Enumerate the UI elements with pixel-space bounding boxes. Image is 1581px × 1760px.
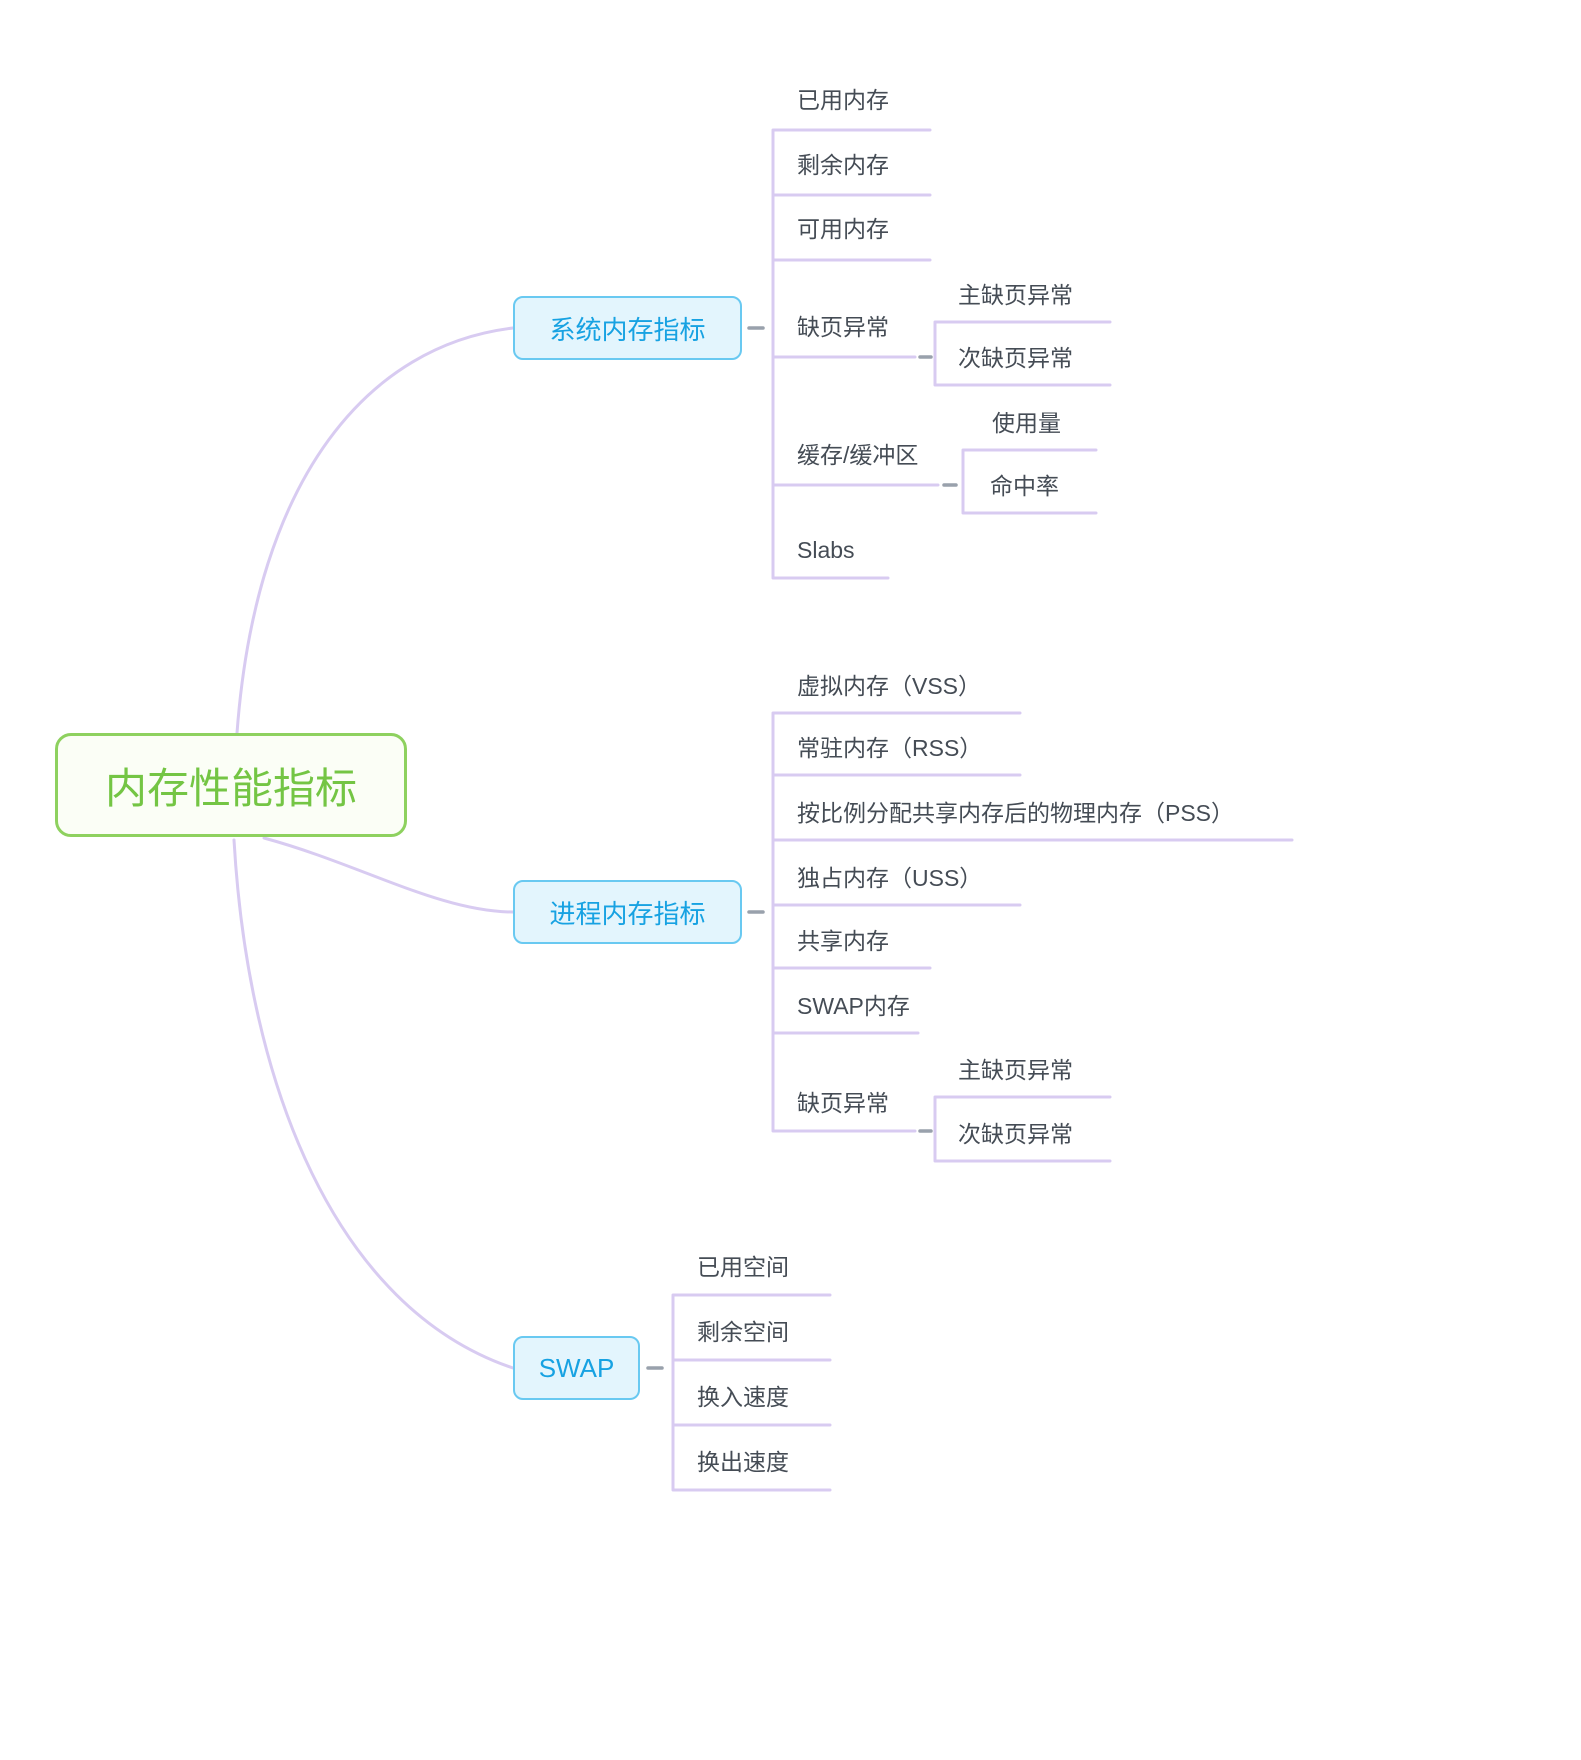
topic-proportional-memory-pss[interactable]: 按比例分配共享内存后的物理内存（PSS） [797,800,1235,826]
curve-root-to-system [235,326,515,735]
topic-cache-hit-rate[interactable]: 命中率 [990,473,1059,499]
bracket-process-pagefault [933,1095,1112,1163]
topic-swap-out-speed[interactable]: 换出速度 [697,1449,789,1475]
branch-topic-system-memory-metrics[interactable]: 系统内存指标 [513,296,742,360]
topic-system-page-fault[interactable]: 缺页异常 [797,314,889,340]
bracket-swap [671,1293,832,1492]
curve-root-to-swap [232,838,515,1370]
topic-system-minor-page-fault[interactable]: 次缺页异常 [958,345,1073,371]
bracket-process [771,711,1022,1133]
topic-swap-memory[interactable]: SWAP内存 [797,993,910,1019]
topic-swap-free-space[interactable]: 剩余空间 [697,1319,789,1345]
curve-root-to-process [262,836,515,914]
branch-topic-swap[interactable]: SWAP [513,1336,640,1400]
root-topic-label: 内存性能指标 [104,764,357,812]
topic-system-major-page-fault[interactable]: 主缺页异常 [958,282,1073,308]
root-topic-memory-performance-metrics[interactable]: 内存性能指标 [55,733,407,837]
branch-topic-label: 进程内存指标 [549,898,706,929]
topic-cache-buffer[interactable]: 缓存/缓冲区 [797,442,919,468]
topic-process-major-page-fault[interactable]: 主缺页异常 [958,1057,1073,1083]
topic-available-memory[interactable]: 可用内存 [797,216,889,242]
topic-slabs[interactable]: Slabs [797,537,855,563]
branch-topic-process-memory-metrics[interactable]: 进程内存指标 [513,880,742,944]
topic-resident-memory-rss[interactable]: 常驻内存（RSS） [797,735,983,761]
topic-free-memory[interactable]: 剩余内存 [797,152,889,178]
topic-virtual-memory-vss[interactable]: 虚拟内存（VSS） [797,673,982,699]
topic-process-page-fault[interactable]: 缺页异常 [797,1090,889,1116]
topic-cache-usage[interactable]: 使用量 [992,410,1061,436]
branch-topic-label: 系统内存指标 [549,314,706,345]
topic-swap-used-space[interactable]: 已用空间 [697,1254,789,1280]
bracket-system-cache [961,448,1098,515]
topic-process-minor-page-fault[interactable]: 次缺页异常 [958,1121,1073,1147]
topic-shared-memory[interactable]: 共享内存 [797,928,889,954]
bracket-system [771,128,932,580]
branch-topic-label: SWAP [538,1352,615,1383]
bracket-system-pagefault [933,320,1112,387]
topic-unique-memory-uss[interactable]: 独占内存（USS） [797,865,983,891]
topic-swap-in-speed[interactable]: 换入速度 [697,1384,789,1410]
topic-used-memory[interactable]: 已用内存 [797,87,889,113]
